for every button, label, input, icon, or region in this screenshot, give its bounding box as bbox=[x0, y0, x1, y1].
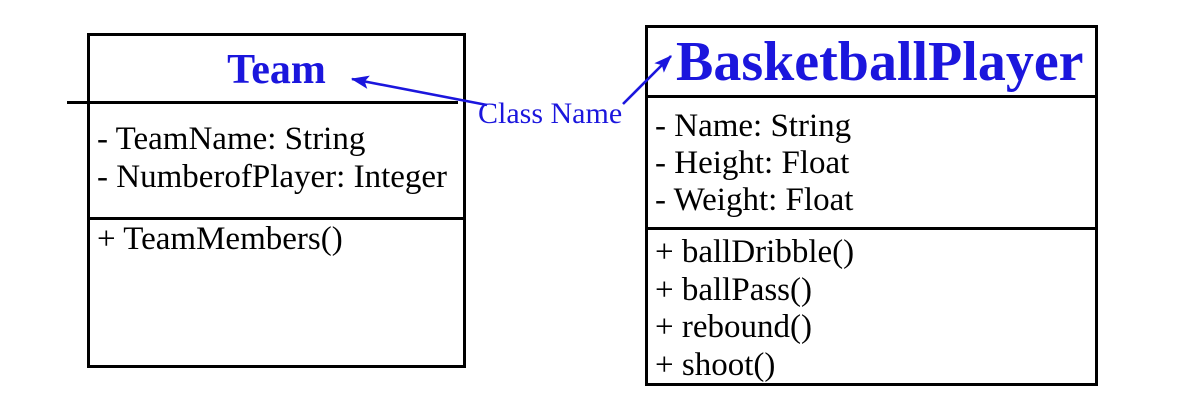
method-row: + ballPass() bbox=[655, 271, 813, 308]
compartment-divider bbox=[87, 217, 466, 220]
method-row: + shoot() bbox=[655, 346, 776, 383]
compartment-divider bbox=[645, 95, 1098, 98]
attribute-row: - NumberofPlayer: Integer bbox=[97, 159, 448, 195]
method-row: + ballDribble() bbox=[655, 234, 855, 270]
methods-compartment-basketballplayer: + ballDribble() + ballPass() + rebound()… bbox=[655, 234, 1091, 384]
attribute-row: - TeamName: String bbox=[97, 121, 366, 157]
class-title-team: Team bbox=[227, 46, 326, 93]
methods-compartment-team: + TeamMembers() bbox=[97, 220, 459, 258]
compartment-divider bbox=[67, 101, 458, 104]
class-name-annotation-label: Class Name bbox=[478, 97, 623, 130]
attribute-row: - Weight: Float bbox=[655, 182, 854, 218]
attributes-compartment-team: - TeamName: String - NumberofPlayer: Int… bbox=[97, 120, 459, 196]
method-row: + TeamMembers() bbox=[97, 221, 343, 257]
class-title-basketballplayer: BasketballPlayer bbox=[676, 30, 1084, 93]
attribute-row: - Name: String bbox=[655, 108, 852, 144]
class-box-team: Team - TeamName: String - NumberofPlayer… bbox=[67, 33, 466, 368]
attributes-compartment-basketballplayer: - Name: String - Height: Float - Weight:… bbox=[655, 108, 1091, 219]
class-box-basketballplayer: BasketballPlayer - Name: String - Height… bbox=[645, 25, 1098, 386]
attribute-row: - Height: Float bbox=[655, 145, 850, 181]
compartment-divider bbox=[645, 227, 1098, 230]
method-row: + rebound() bbox=[655, 309, 812, 345]
